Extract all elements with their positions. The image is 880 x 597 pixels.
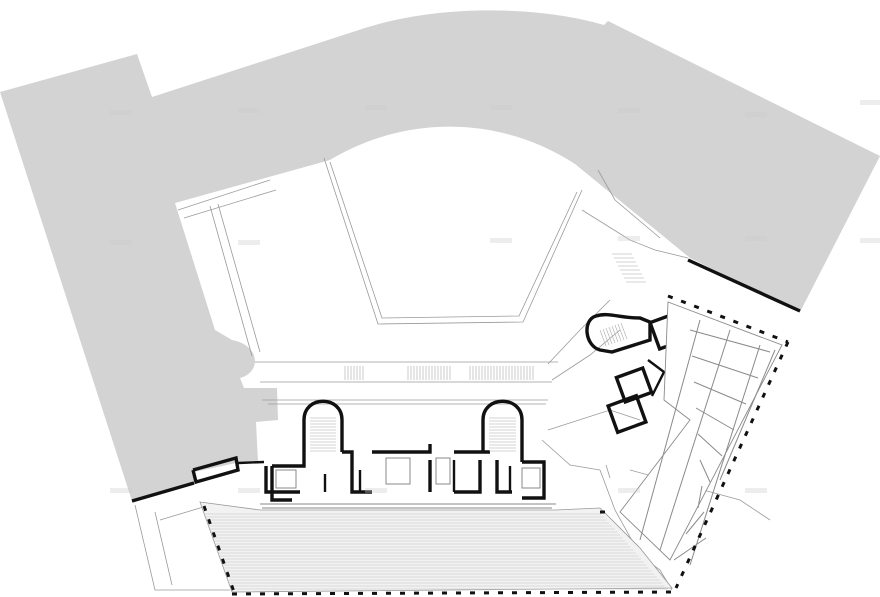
watermark-mark [745,236,767,241]
tower-stair-tread [605,327,613,345]
colonnade-bay-line [695,407,735,431]
right-tower [585,310,689,435]
surrounding-building-mass [0,10,880,502]
watermark-mark [745,488,767,493]
colonnade-bay-line [697,485,703,509]
colonnade-bay-line [685,511,705,535]
watermark-mark [110,110,132,115]
colonnade-bay-line [673,537,707,561]
colonnade-edge-line [659,329,731,551]
watermark-mark [365,105,387,110]
watermark-mark [365,488,387,493]
tower-stair-tread [617,323,625,341]
colonnade-bay-line [693,381,747,405]
perimeter-walls [131,258,801,503]
colonnade-edge-line [639,319,701,541]
colonnade-bay-line [689,329,771,353]
watermark-mark [745,112,767,117]
column-lines [202,294,790,596]
watermark-mark [860,238,880,243]
watermark-mark [860,100,880,105]
watermark-mark [238,240,260,245]
upper-steps [344,253,646,380]
watermark-mark [238,108,260,113]
watermark-mark [110,488,132,493]
watermark-mark [490,105,512,110]
right-colonnade [619,301,783,566]
colonnade-edge-line [689,344,761,566]
watermark-mark [618,236,640,241]
tower-stair-tread [614,324,622,342]
tower-stair-tread [602,328,610,346]
watermark-mark [238,488,260,493]
central-building [260,322,628,509]
watermarks [110,100,880,493]
watermark-mark [618,108,640,113]
bottom-terrace [199,501,673,593]
watermark-mark [490,238,512,243]
tower-stair-tread [599,329,607,347]
tower-stair-tread [611,325,619,343]
colonnade-bay-line [699,459,711,483]
watermark-mark [618,488,640,493]
colonnade-bay-line [691,355,759,379]
colonnade-edge-line [719,349,776,481]
tower-stair-tread [620,322,628,340]
tower-stair-tread [608,326,616,344]
colonnade-bay-line [697,433,723,457]
watermark-mark [110,240,132,245]
